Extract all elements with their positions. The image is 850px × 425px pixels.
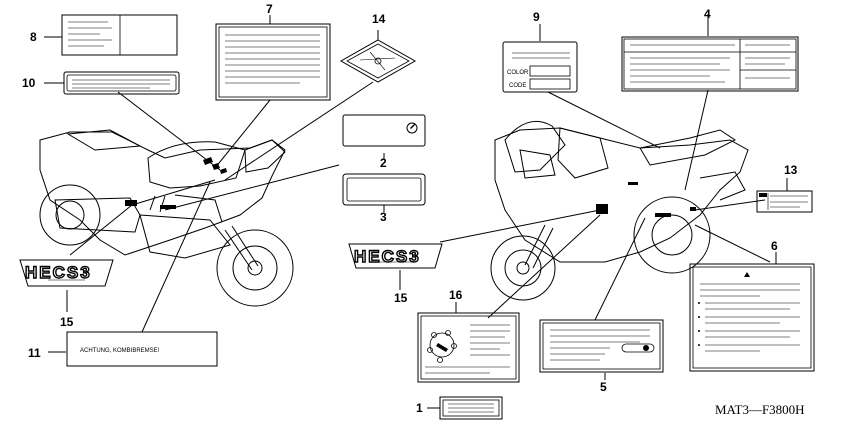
callout-7: 7 bbox=[266, 2, 273, 16]
callout-13: 13 bbox=[784, 163, 798, 177]
diagram-code: MAT3—F3800H bbox=[715, 402, 805, 417]
hecs-label-right: HECS3 bbox=[354, 247, 421, 266]
callout-5: 5 bbox=[600, 380, 607, 394]
label-part-13 bbox=[756, 190, 813, 213]
callout-8: 8 bbox=[30, 30, 37, 44]
label-part-15-right bbox=[348, 243, 443, 269]
label-part-16 bbox=[417, 312, 520, 383]
label-part-4 bbox=[621, 36, 799, 92]
callout-14: 14 bbox=[372, 12, 386, 26]
callout-16: 16 bbox=[449, 288, 463, 302]
label-part-6 bbox=[689, 263, 815, 372]
label-part-2 bbox=[342, 114, 426, 147]
label-part-7 bbox=[215, 23, 331, 101]
label-part-9 bbox=[502, 41, 578, 93]
callout-2: 2 bbox=[380, 156, 387, 170]
callout-11: 11 bbox=[28, 346, 41, 360]
color-field-label: COLOR bbox=[507, 70, 529, 76]
callout-1: 1 bbox=[416, 401, 423, 415]
label-part-10 bbox=[63, 71, 180, 95]
callout-4: 4 bbox=[704, 7, 711, 21]
label-part-1 bbox=[439, 396, 503, 420]
hecs-label-left: HECS3 bbox=[25, 263, 92, 282]
label-part-5 bbox=[539, 319, 664, 373]
left-motorcycle bbox=[39, 129, 294, 307]
leader-lines bbox=[44, 14, 788, 409]
label-part-3 bbox=[342, 173, 426, 206]
achtung-label: ACHTUNG, KOMBIBREMSE! bbox=[80, 348, 160, 354]
label-part-15-left bbox=[19, 259, 114, 287]
callout-3: 3 bbox=[380, 210, 387, 224]
callout-15-right: 15 bbox=[394, 291, 408, 305]
callout-9: 9 bbox=[533, 10, 540, 24]
callout-10: 10 bbox=[22, 76, 36, 90]
label-part-8 bbox=[61, 14, 178, 56]
code-field-label: CODE bbox=[509, 83, 526, 89]
label-part-14 bbox=[339, 39, 417, 83]
label-part-11 bbox=[66, 331, 218, 367]
callout-6: 6 bbox=[771, 239, 778, 253]
right-motorcycle bbox=[490, 120, 749, 301]
callout-15-left: 15 bbox=[60, 315, 74, 329]
